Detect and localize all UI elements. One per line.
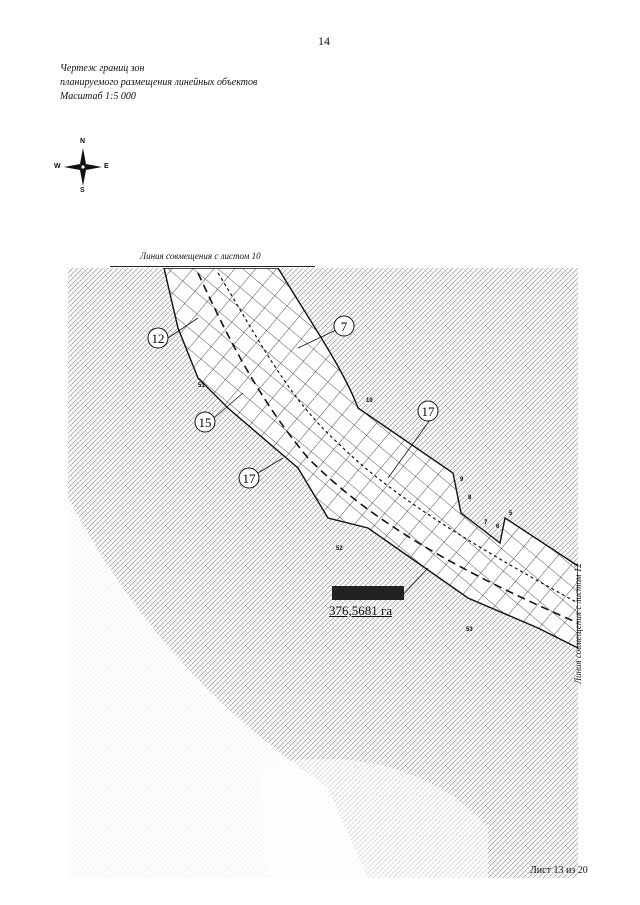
page-number: 14 bbox=[318, 34, 330, 48]
point-10: 10 bbox=[366, 398, 373, 404]
point-53: 53 bbox=[466, 627, 473, 633]
map-canvas: 12 7 15 17 17 51 10 9 8 7 6 5 52 53 bbox=[68, 268, 578, 878]
match-line-right-label: Линия совмещения с листом 12 bbox=[573, 563, 583, 684]
title-line-1: Чертеж границ зон bbox=[60, 63, 145, 74]
sheet-footer: Лист 13 из 20 bbox=[530, 865, 588, 876]
scale-label: Масштаб 1:5 000 bbox=[60, 91, 136, 102]
centerline-1 bbox=[197, 272, 578, 624]
north-arrow-compass: N S W E bbox=[54, 138, 109, 194]
corridor-zone bbox=[163, 268, 578, 649]
compass-n: N bbox=[80, 138, 86, 145]
point-5: 5 bbox=[509, 511, 513, 517]
zone-label-17a: 17 bbox=[422, 404, 436, 419]
point-9: 9 bbox=[460, 477, 464, 483]
zone-label-7: 7 bbox=[341, 319, 348, 334]
compass-rose-icon bbox=[64, 148, 102, 186]
point-7: 7 bbox=[484, 520, 488, 526]
redacted-cadastral-box bbox=[332, 586, 404, 600]
match-line-top bbox=[110, 266, 315, 267]
point-51: 51 bbox=[198, 383, 205, 389]
point-52: 52 bbox=[336, 546, 343, 552]
centerline-2 bbox=[217, 272, 578, 604]
match-line-top-label: Линия совмещения с листом 10 bbox=[140, 251, 261, 261]
compass-e: E bbox=[104, 163, 109, 170]
compass-w: W bbox=[54, 163, 61, 170]
title-line-2: планируемого размещения линейных объекто… bbox=[60, 77, 258, 88]
zone-label-17b: 17 bbox=[243, 471, 257, 486]
point-6: 6 bbox=[496, 524, 500, 530]
zone-label-12: 12 bbox=[152, 331, 165, 346]
map-svg: 12 7 15 17 17 51 10 9 8 7 6 5 52 53 bbox=[68, 268, 578, 878]
zone-label-15: 15 bbox=[199, 415, 212, 430]
compass-s: S bbox=[80, 187, 85, 194]
area-value: 376,5681 га bbox=[329, 603, 393, 618]
clearing-area-2 bbox=[258, 758, 488, 878]
map-title: Чертеж границ зон планируемого размещени… bbox=[60, 62, 257, 104]
point-8: 8 bbox=[468, 495, 472, 501]
